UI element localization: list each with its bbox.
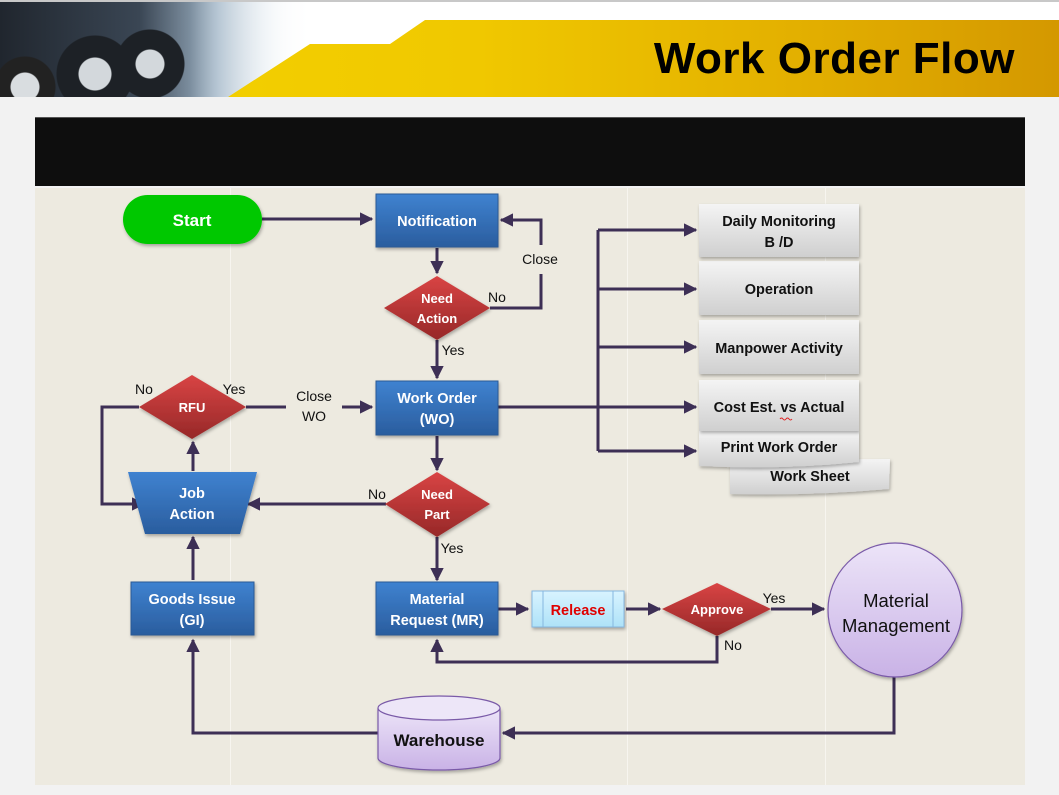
warehouse-label: Warehouse	[393, 731, 484, 750]
approve-label: Approve	[691, 602, 744, 617]
goods-issue-node[interactable]: Goods Issue (GI)	[130, 581, 255, 636]
release-node[interactable]: Release	[531, 590, 625, 628]
job-action-node[interactable]: Job Action	[128, 472, 257, 534]
rfu-yes-label: Yes	[223, 381, 246, 397]
page-title: Work Order Flow	[653, 34, 1015, 83]
material-management-label-line1: Material	[863, 590, 929, 611]
work-order-label-line1: Work Order	[397, 391, 477, 407]
approve-no-label: No	[724, 637, 742, 653]
start-node[interactable]: Start	[123, 195, 262, 244]
report-daily-monitoring[interactable]: Daily Monitoring B /D	[699, 204, 859, 257]
report-manpower-activity[interactable]: Manpower Activity	[699, 320, 859, 374]
need-action-label-line1: Need	[421, 291, 453, 306]
approve-yes-label: Yes	[763, 590, 786, 606]
daily-monitoring-label-line1: Daily Monitoring	[722, 214, 836, 230]
close-wo-label-line1: Close	[296, 388, 332, 404]
work-sheet-label: Work Sheet	[770, 469, 850, 485]
close-label: Close	[522, 251, 558, 267]
report-print-work-order[interactable]: Print Work Order	[699, 431, 859, 468]
edge-mm-to-warehouse	[501, 676, 896, 740]
approve-decision[interactable]: Approve	[662, 583, 771, 636]
close-wo-label-line2: WO	[302, 408, 326, 424]
manpower-activity-label: Manpower Activity	[715, 341, 843, 357]
need-part-label-line1: Need	[421, 487, 453, 502]
goods-issue-label-line1: Goods Issue	[148, 592, 235, 608]
release-label: Release	[551, 603, 606, 619]
print-work-order-label: Print Work Order	[721, 440, 838, 456]
job-action-label-line2: Action	[169, 507, 214, 523]
panel-gridline	[627, 188, 628, 785]
edge-close-to-notification	[499, 213, 543, 245]
need-action-label-line2: Action	[417, 311, 458, 326]
spellcheck-squiggle	[779, 417, 793, 421]
warehouse-store[interactable]: Warehouse	[377, 695, 501, 771]
job-action-label-line1: Job	[179, 486, 205, 502]
need-part-decision[interactable]: Need Part	[385, 472, 490, 537]
start-label: Start	[173, 211, 212, 230]
material-management-node[interactable]: Material Management	[827, 542, 963, 678]
rfu-decision[interactable]: RFU	[139, 375, 246, 439]
notification-label: Notification	[397, 214, 477, 230]
report-cost-est-vs-actual[interactable]: Cost Est. vs Actual	[699, 380, 859, 431]
need-action-yes-label: Yes	[442, 342, 465, 358]
edge-approve-no	[430, 636, 719, 664]
rfu-label: RFU	[179, 400, 206, 415]
need-part-yes-label: Yes	[441, 540, 464, 556]
work-order-label-line2: (WO)	[420, 412, 455, 428]
material-management-label-line2: Management	[842, 615, 950, 636]
material-request-label-line1: Material	[410, 592, 465, 608]
need-action-no-label: No	[488, 289, 506, 305]
need-action-decision[interactable]: Need Action	[384, 276, 490, 340]
notification-node[interactable]: Notification	[375, 193, 499, 248]
report-work-sheet[interactable]: Work Sheet	[730, 459, 890, 495]
material-request-node[interactable]: Material Request (MR)	[375, 581, 499, 636]
report-operation[interactable]: Operation	[699, 261, 859, 315]
edge-need-action-no	[490, 274, 543, 310]
edge-rfu-no	[100, 405, 146, 511]
rfu-no-label: No	[135, 381, 153, 397]
daily-monitoring-label-line2: B /D	[765, 235, 794, 251]
operation-label: Operation	[745, 282, 813, 298]
work-order-node[interactable]: Work Order (WO)	[375, 380, 499, 436]
black-band	[35, 117, 1025, 186]
connectors	[100, 212, 896, 740]
need-part-no-label: No	[368, 486, 386, 502]
edge-warehouse-to-gi	[186, 638, 378, 735]
top-rule	[0, 0, 1059, 2]
material-request-label-line2: Request (MR)	[390, 613, 484, 629]
need-part-label-line2: Part	[424, 507, 450, 522]
goods-issue-label-line2: (GI)	[180, 613, 205, 629]
cost-est-label: Cost Est. vs Actual	[714, 400, 845, 416]
